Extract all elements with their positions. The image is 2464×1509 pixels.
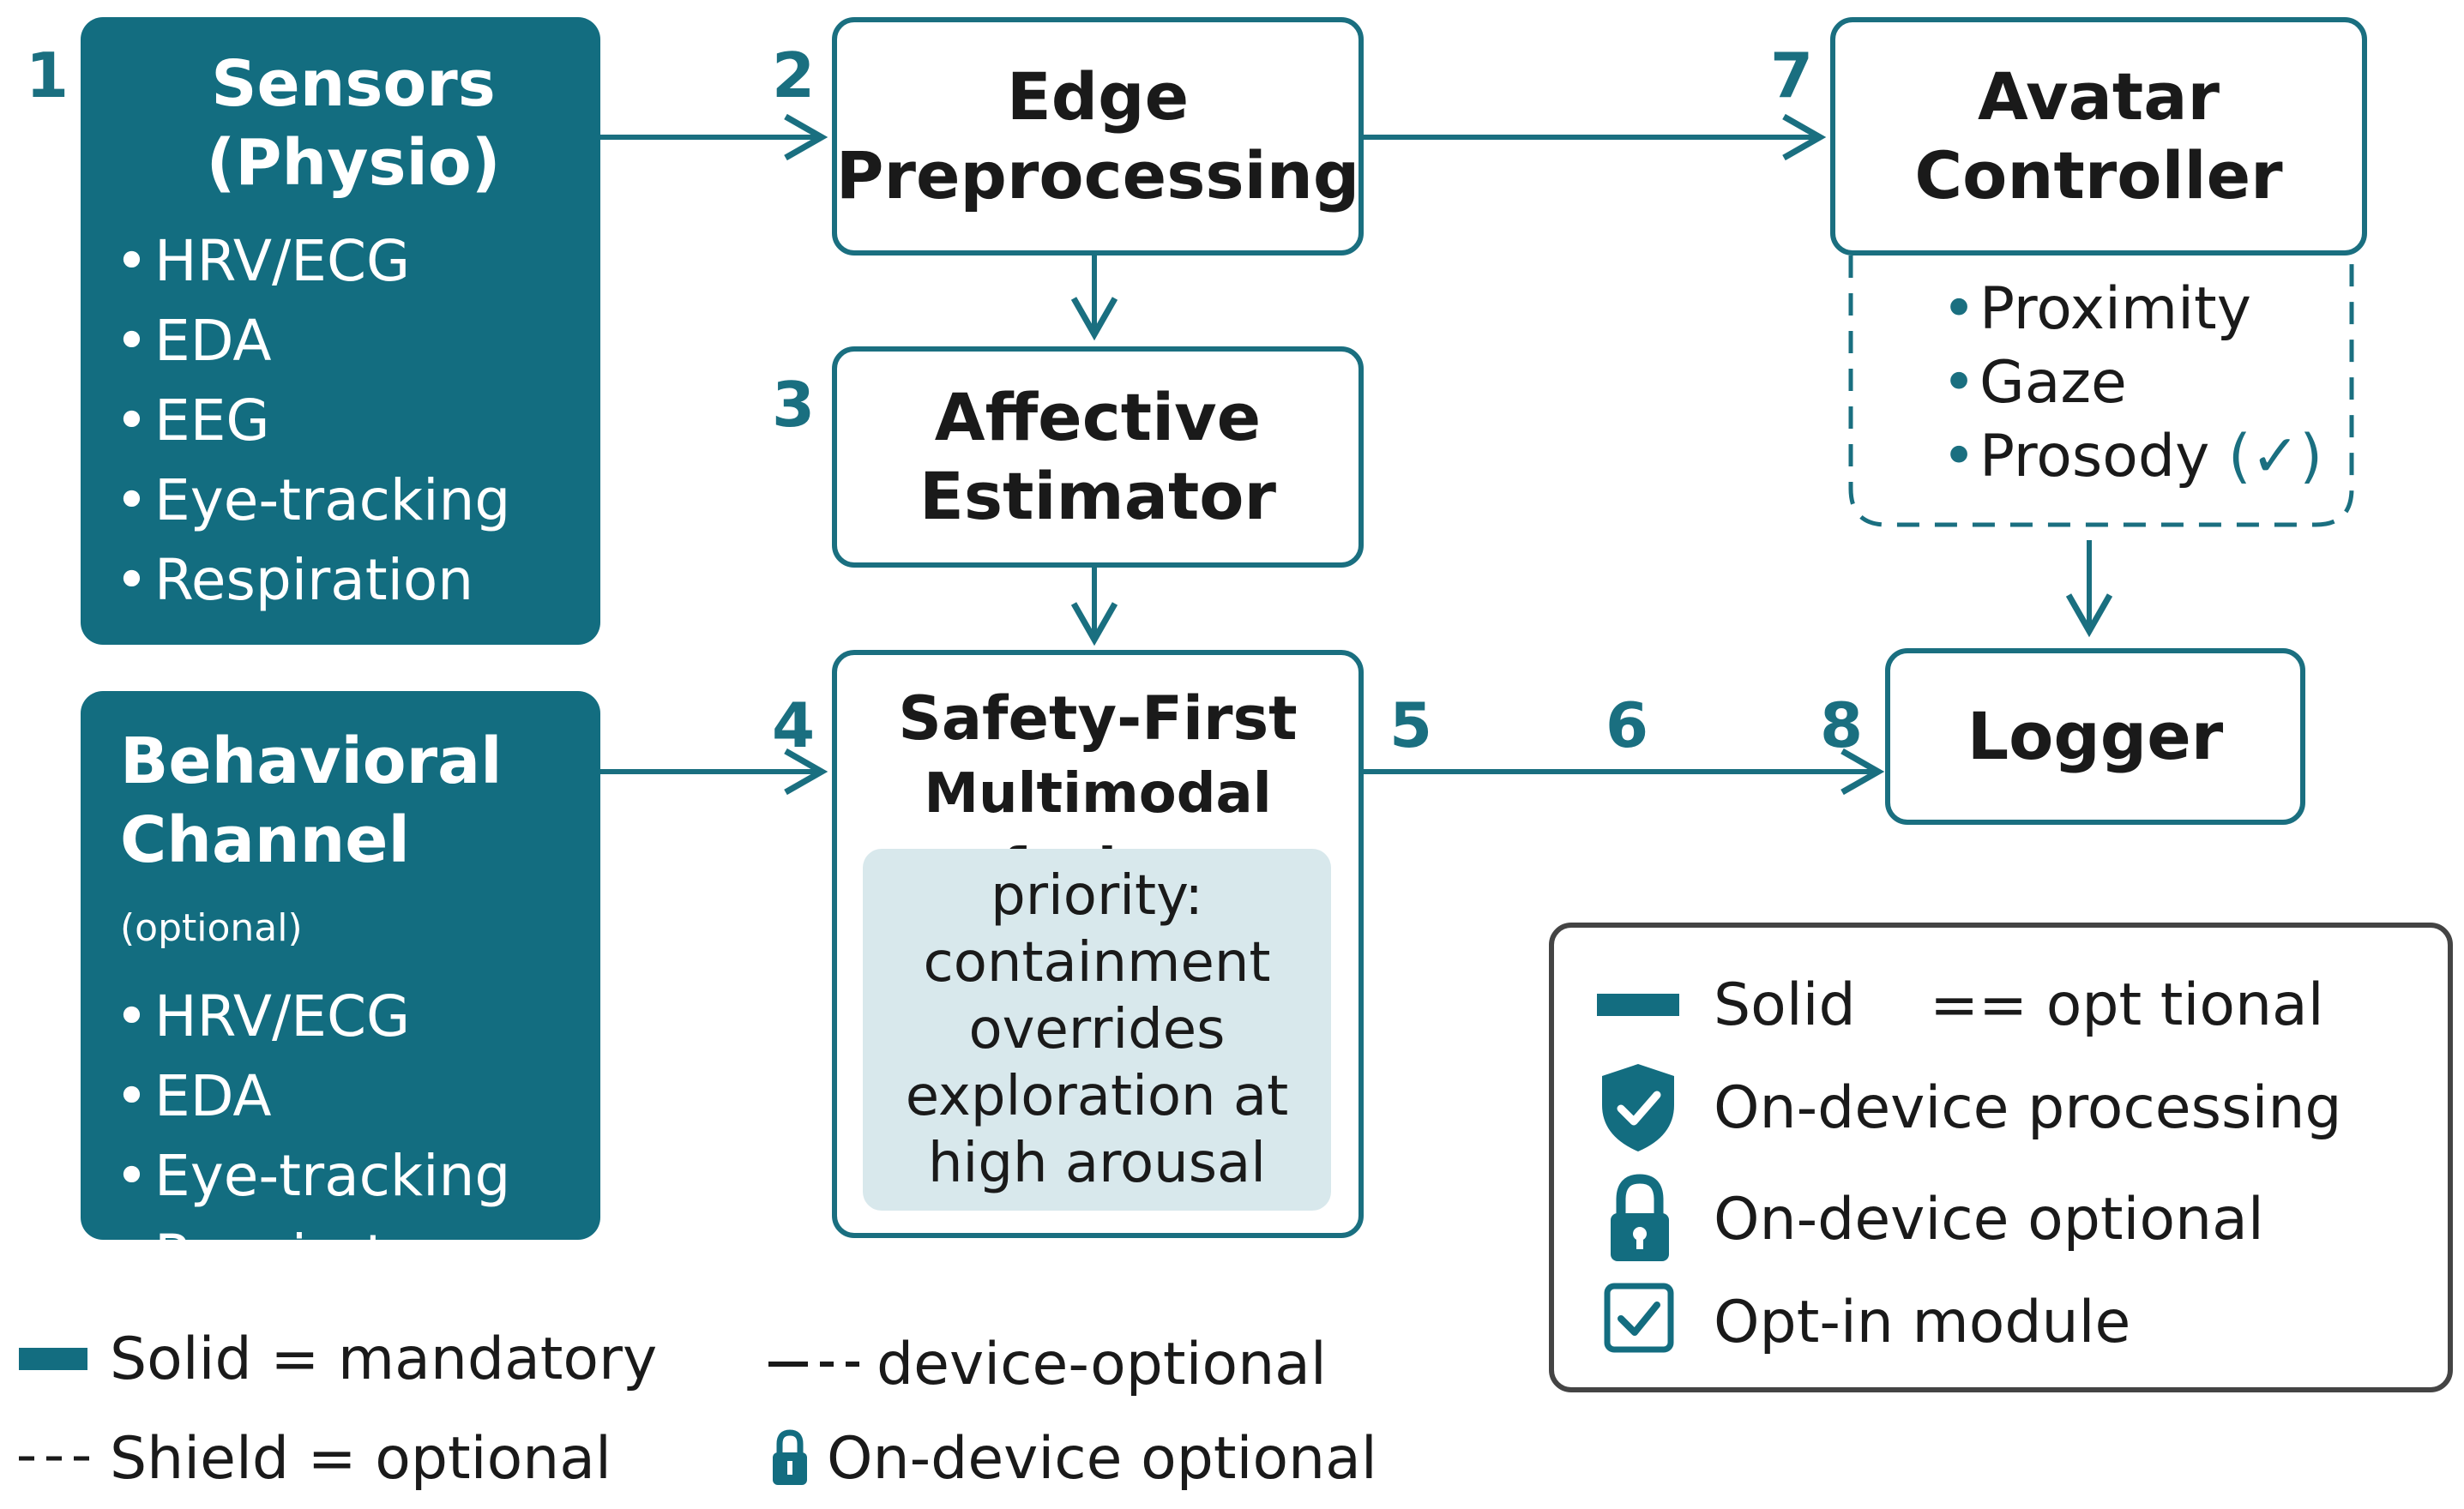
shield-check-icon	[1597, 1064, 1691, 1151]
legend-panel: Solid == opt tional On-device processing…	[1549, 923, 2453, 1392]
avatar-options-list: Proximity Gaze Prosody (✓)	[1851, 273, 2352, 494]
bottom-legend-device-optional: device-optional	[768, 1326, 1327, 1403]
list-item: EDA	[81, 1056, 600, 1136]
list-item: HRV/ECG	[81, 221, 600, 301]
note-line: priority:	[991, 864, 1203, 928]
step-number-8: 8	[1820, 689, 1864, 761]
list-item: EEG	[81, 381, 600, 460]
legend-row-checkbox: Opt-in module	[1554, 1279, 2448, 1365]
solid-bar-icon	[1597, 962, 1691, 1048]
logger-label: Logger	[1967, 698, 2224, 774]
legend-solid-text: Solid == opt tional	[1714, 971, 2324, 1039]
note-line: containment	[923, 931, 1271, 995]
avatar-controller-box: Avatar Controller	[1830, 17, 2367, 256]
step-number-1: 1	[26, 39, 69, 111]
legend-row-shield: On-device processing	[1554, 1064, 2448, 1151]
bottom-legend-on-device-text: On-device optional	[827, 1424, 1377, 1493]
solid-bar-icon	[19, 1348, 87, 1370]
fusion-priority-note: priority: containment overrides explorat…	[863, 849, 1331, 1211]
list-item: Respiration	[81, 540, 600, 620]
dashed-line-icon	[19, 1456, 89, 1461]
note-line: exploration at	[905, 1065, 1289, 1128]
bottom-legend-on-device: On-device optional	[768, 1420, 1377, 1497]
sensors-title: Sensors (Physio)	[81, 45, 600, 202]
note-line: overrides	[968, 998, 1226, 1061]
bottom-legend-solid: Solid = mandatory	[19, 1320, 657, 1398]
legend-padlock-text: On-device optional	[1714, 1185, 2264, 1253]
list-item: Eye-tracking	[81, 1136, 600, 1216]
list-item: Eye-tracking	[81, 460, 600, 540]
affective-estimator-line1: Affective	[934, 379, 1262, 455]
behavioral-channel-box: Behavioral Channel (optional) HRV/ECG ED…	[81, 691, 600, 1296]
step-number-7: 7	[1770, 39, 1814, 111]
behavioral-title-line2-row: Channel (optional)	[120, 801, 600, 968]
behavioral-title: Behavioral Channel (optional)	[81, 722, 600, 968]
list-item: EDA	[81, 301, 600, 381]
bottom-legend-device-optional-text: device-optional	[877, 1330, 1327, 1398]
behavioral-title-line1: Behavioral	[120, 724, 503, 798]
padlock-icon	[1597, 1174, 1691, 1262]
step-number-3: 3	[772, 369, 816, 441]
prosody-label: Prosody	[1979, 423, 2210, 490]
sensors-physio-box: Sensors (Physio) HRV/ECG EDA EEG Eye-tra…	[81, 17, 600, 645]
bottom-legend-shield-text: Shield = optional	[110, 1424, 611, 1493]
edge-preprocessing-line2: Preprocessing	[835, 137, 1360, 213]
list-item: Proximity	[1851, 273, 2352, 346]
dash-line-icon	[768, 1362, 859, 1367]
sensors-title-line1: Sensors	[211, 47, 496, 121]
prosody-check-icon: (✓)	[2227, 423, 2322, 490]
legend-row-padlock: On-device optional	[1554, 1174, 2448, 1262]
legend-checkbox-text: Opt-in module	[1714, 1288, 2131, 1356]
note-line: high arousal	[927, 1132, 1267, 1195]
edge-preprocessing-line1: Edge	[1006, 58, 1190, 135]
fusion-priority-text: priority: containment overrides explorat…	[906, 863, 1288, 1197]
padlock-icon	[773, 1429, 807, 1485]
bottom-legend-shield: Shield = optional	[19, 1420, 611, 1497]
avatar-controller-line1: Avatar	[1977, 58, 2220, 135]
checkbox-icon	[1597, 1279, 1691, 1365]
sensors-title-line2: (Physio)	[206, 126, 501, 200]
logger-box: Logger	[1885, 648, 2305, 825]
behavioral-title-line2: Channel	[120, 803, 410, 877]
edge-preprocessing-box: Edge Preprocessing	[832, 17, 1364, 256]
bottom-legend-solid-text: Solid = mandatory	[110, 1325, 658, 1393]
legend-shield-text: On-device processing	[1714, 1073, 2342, 1142]
avatar-controller-line2: Controller	[1914, 137, 2283, 213]
list-item-prosody: Prosody (✓)	[1851, 420, 2352, 494]
avatar-options-panel: Proximity Gaze Prosody (✓)	[1851, 273, 2352, 504]
list-item: HRV/ECG	[81, 977, 600, 1056]
behavioral-optional-tag: (optional)	[120, 906, 303, 950]
step-number-6: 6	[1606, 689, 1649, 761]
step-number-4: 4	[772, 689, 816, 761]
list-item: Respiraton	[81, 1216, 600, 1296]
list-item: Gaze	[1851, 346, 2352, 420]
fusion-line1: Safety-First	[898, 683, 1298, 754]
legend-row-solid: Solid == opt tional	[1554, 962, 2448, 1048]
affective-estimator-line2: Estimator	[919, 458, 1277, 534]
step-number-2: 2	[772, 39, 816, 111]
behavioral-list: HRV/ECG EDA Eye-tracking Respiraton	[81, 977, 600, 1296]
affective-estimator-box: Affective Estimator	[832, 346, 1364, 568]
sensors-list: HRV/ECG EDA EEG Eye-tracking Respiration	[81, 221, 600, 620]
step-number-5: 5	[1389, 689, 1433, 761]
avatar-options-dashed-outline	[1848, 256, 2354, 527]
